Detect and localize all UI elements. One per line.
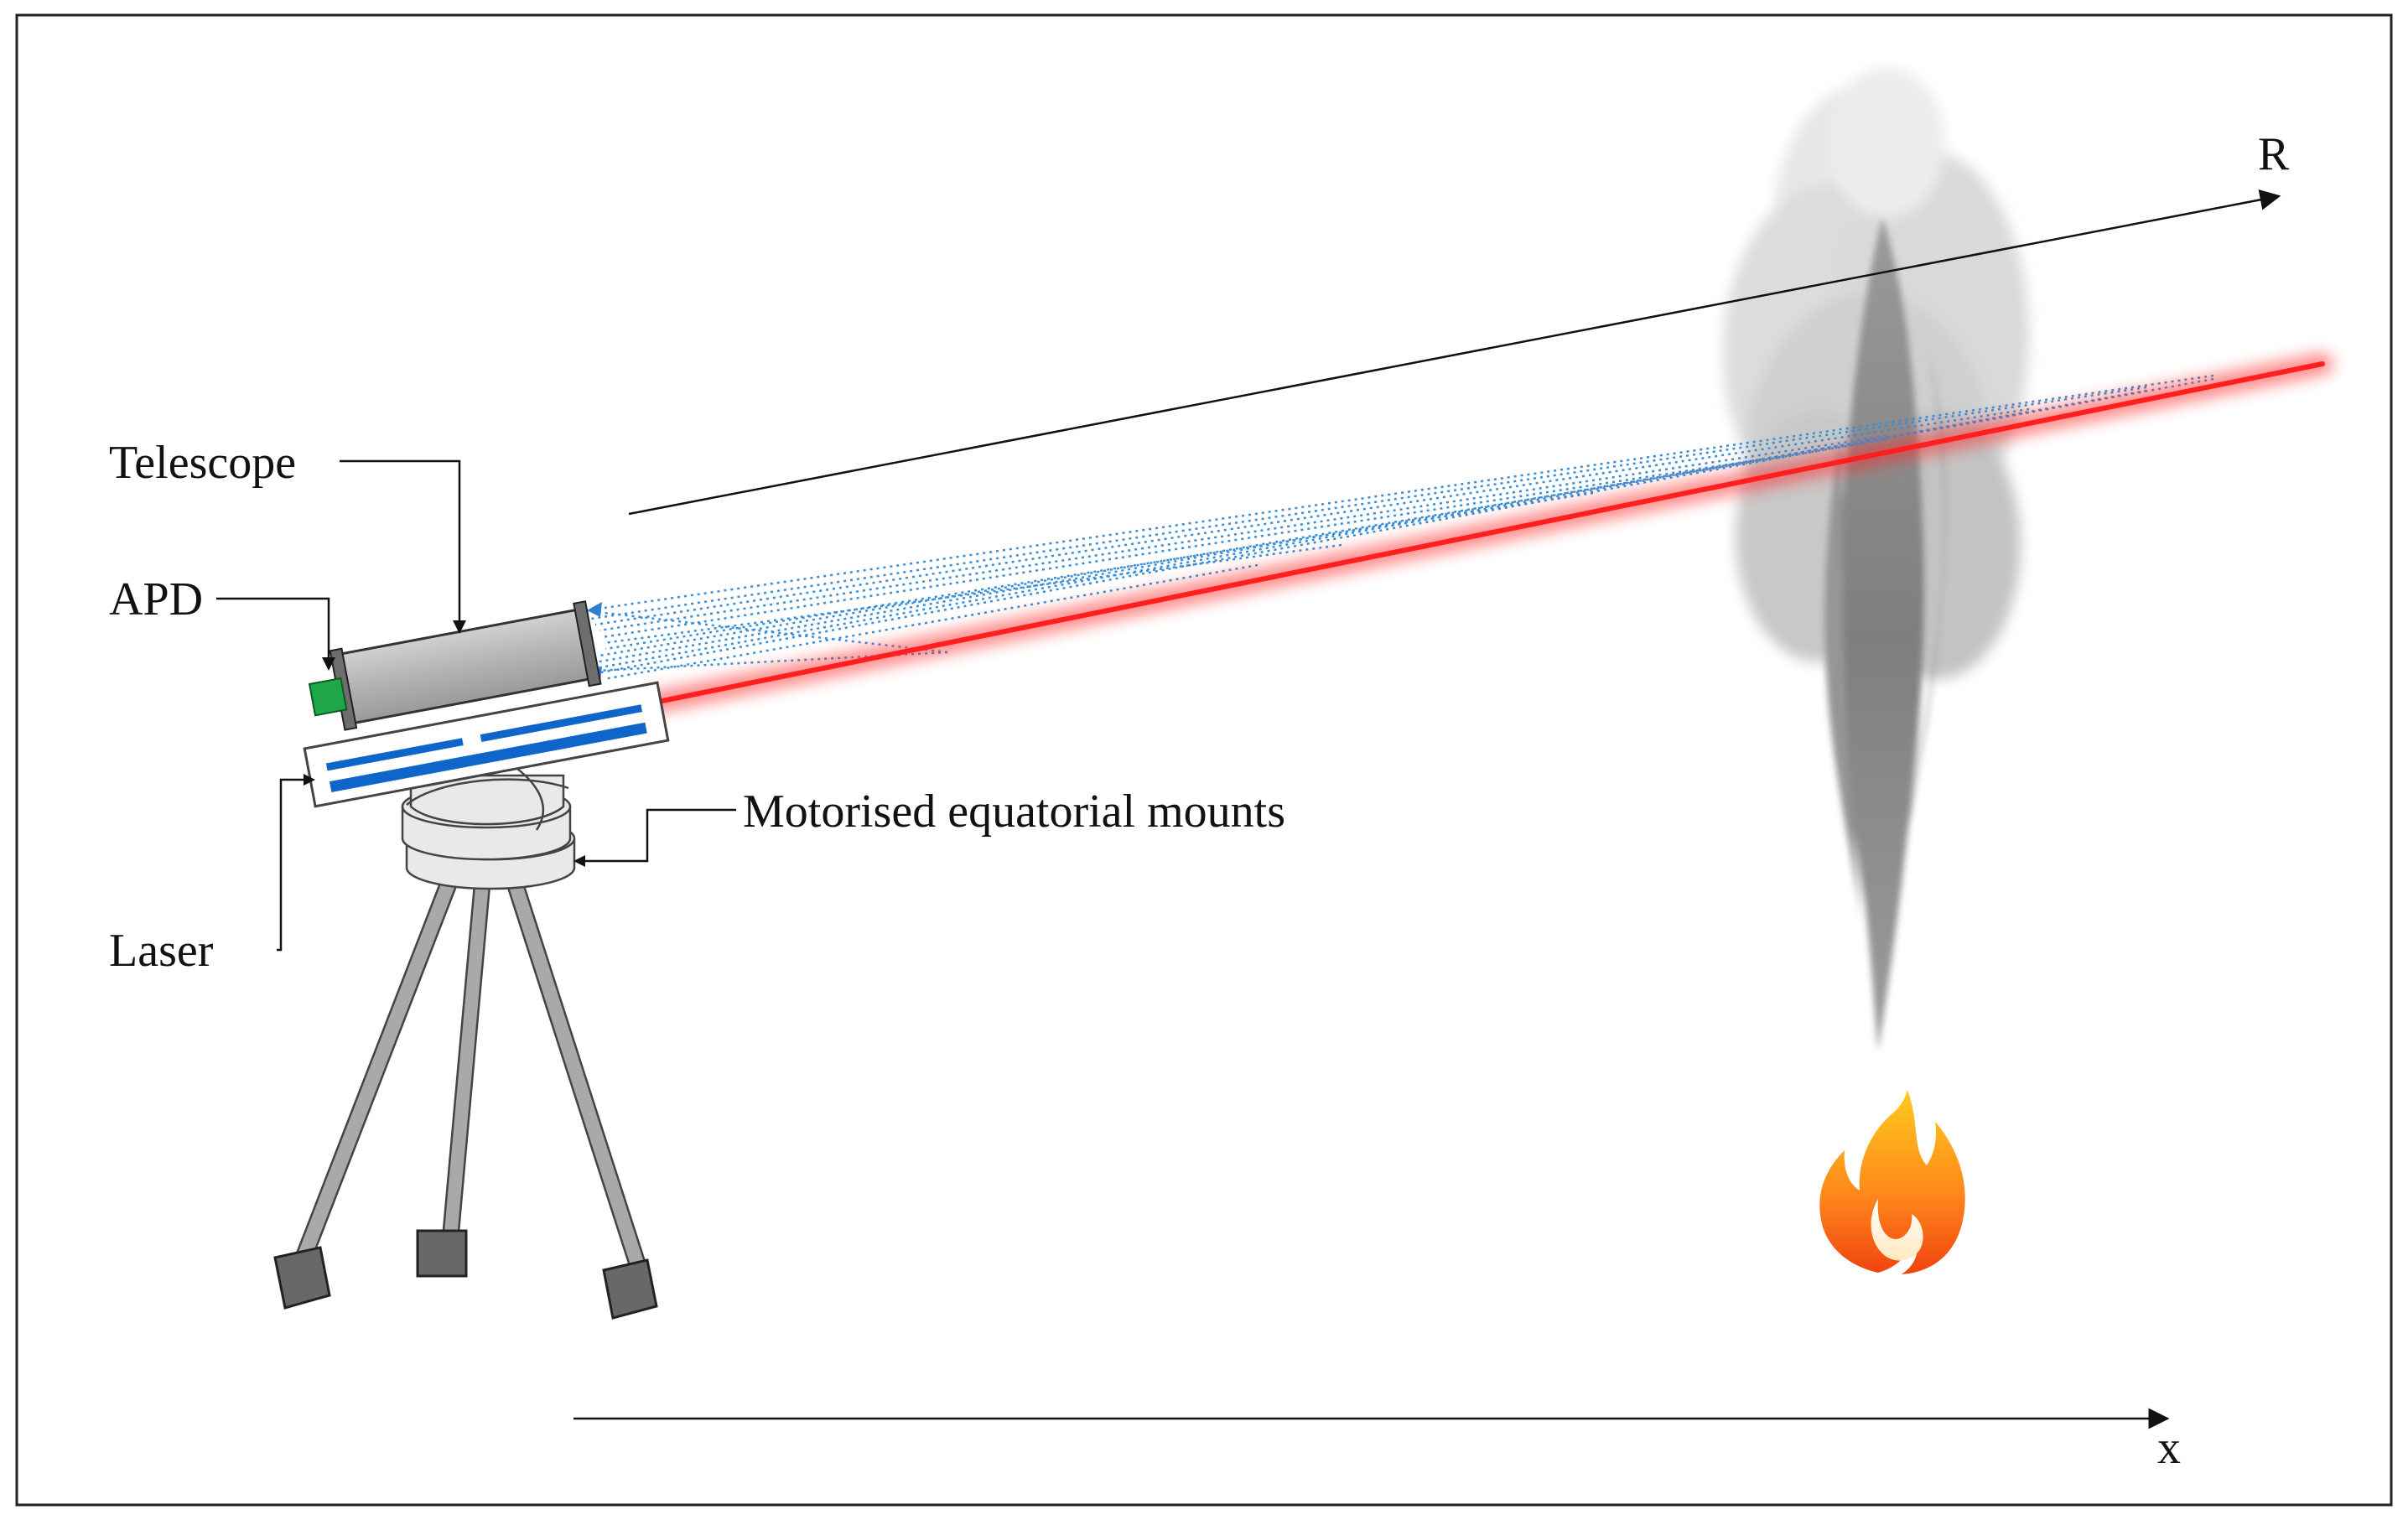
- laser-leader: [277, 778, 312, 952]
- tripod-foot-left: [273, 1246, 331, 1310]
- apd-leader: [216, 597, 330, 667]
- mounts-leader: [577, 808, 736, 863]
- x-axis-label: x: [2157, 1422, 2181, 1474]
- tripod: [273, 866, 658, 1320]
- telescope-leader: [340, 459, 461, 630]
- fire-icon: [1819, 1090, 1965, 1274]
- callout-lines: [216, 459, 736, 952]
- mounts-arrow-icon: [573, 855, 585, 867]
- equatorial-mount: [401, 757, 576, 890]
- mounts-label: Motorised equatorial mounts: [743, 786, 1285, 838]
- apd-label: APD: [109, 573, 203, 625]
- r-axis-label: R: [2258, 128, 2290, 180]
- laser-beam: [643, 353, 2333, 713]
- laser-arrow-icon: [304, 774, 315, 786]
- laser-housing: [303, 681, 670, 808]
- figure-frame: [15, 13, 2393, 1507]
- laser-label: Laser: [109, 925, 214, 977]
- backscatter-arrow-top-icon: [587, 602, 602, 617]
- apd-detector: [308, 677, 348, 717]
- r-axis-arrow: [628, 189, 2281, 516]
- smoke-plume-icon: [1723, 67, 2029, 1052]
- backscatter-rays: [586, 374, 2214, 681]
- telescope-arrow-icon: [453, 620, 466, 634]
- telescope: [329, 600, 602, 731]
- apd-arrow-icon: [322, 657, 335, 671]
- telescope-label: Telescope: [109, 437, 296, 489]
- callout-arrowheads: [304, 620, 585, 867]
- tripod-foot-middle: [416, 1229, 468, 1278]
- tripod-foot-right: [602, 1258, 658, 1320]
